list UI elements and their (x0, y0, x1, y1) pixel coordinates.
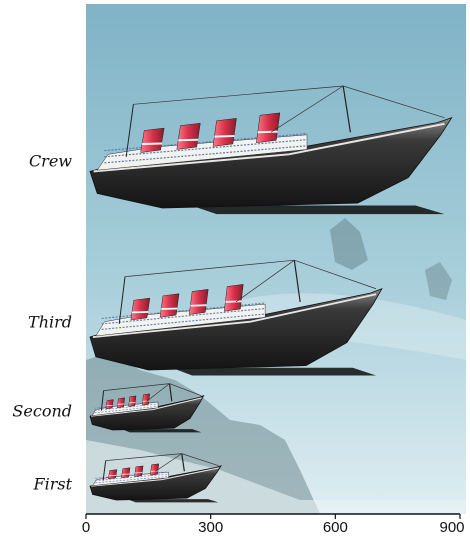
funnel (130, 297, 151, 321)
funnel-band (214, 135, 235, 138)
x-axis: 0 300 600 900 (82, 513, 465, 536)
x-axis-ticks: 0 300 600 900 (82, 514, 465, 536)
funnel (116, 397, 125, 409)
x-tick-label: 300 (198, 519, 223, 536)
category-label: Crew (29, 152, 72, 171)
mast-fore (181, 453, 185, 472)
category-label: Second (12, 402, 72, 421)
funnel-band (178, 138, 199, 142)
deck-stripe (95, 473, 169, 481)
mast-aft (118, 276, 126, 324)
deck-stripe (104, 139, 308, 158)
rigging (133, 85, 445, 133)
deck-stripe (94, 406, 159, 414)
rigging (103, 383, 202, 402)
deck-stripe (101, 313, 266, 330)
rigging (105, 453, 219, 472)
deck-stripe (104, 145, 308, 164)
funnel-band (190, 304, 207, 307)
ship-bars (89, 85, 453, 503)
category-label: First (32, 475, 72, 494)
ship-bar (89, 259, 383, 376)
funnel (149, 463, 160, 476)
mast-fore (342, 85, 352, 133)
funnel (134, 465, 144, 477)
mast-aft (100, 390, 105, 411)
ship-bar (89, 453, 222, 503)
funnel (256, 112, 281, 144)
funnel (212, 118, 237, 147)
funnel (176, 122, 201, 150)
ship-shadow (126, 499, 219, 503)
rigging (124, 259, 377, 303)
funnel (188, 289, 209, 315)
deck-stripe (94, 403, 159, 411)
ship-shadow (191, 205, 445, 215)
deck-stripe (101, 307, 266, 325)
hull-trim (92, 293, 377, 338)
funnel (159, 293, 180, 318)
hull-trim (91, 397, 202, 417)
plot-background (86, 4, 466, 514)
x-tick-label: 900 (439, 519, 464, 536)
funnel (223, 284, 244, 312)
deck-stripe (95, 476, 169, 484)
ship-shadow (171, 367, 377, 376)
funnel (108, 469, 118, 480)
funnel (128, 395, 137, 407)
funnel (140, 127, 165, 153)
funnel-band (257, 130, 278, 134)
category-label: Third (28, 313, 72, 332)
funnel (121, 467, 131, 479)
funnel-band (225, 300, 242, 303)
hull-trim (93, 122, 445, 173)
ship-bar (89, 85, 453, 215)
mast-fore (293, 260, 301, 303)
mast-aft (125, 104, 134, 157)
funnel (105, 399, 114, 410)
x-tick-label: 0 (82, 519, 90, 536)
mast-aft (102, 460, 107, 481)
hull-trim (91, 467, 219, 487)
ship-bar (89, 383, 205, 433)
funnel (141, 393, 150, 406)
ship-shadow (121, 429, 202, 433)
mast-fore (168, 383, 173, 402)
x-tick-label: 600 (323, 519, 348, 536)
